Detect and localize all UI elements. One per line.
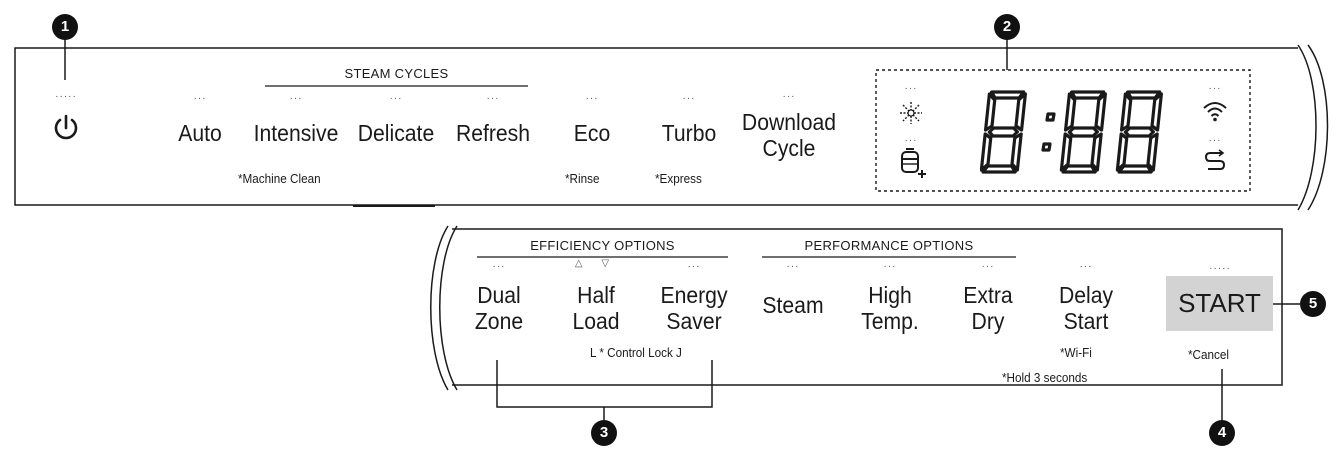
callout-marker-2: 2: [994, 14, 1020, 40]
hold-note: *Hold 3 seconds: [1002, 370, 1088, 385]
indicator-dots: ···: [682, 93, 696, 104]
indicator-dots: ···: [1208, 135, 1222, 146]
wifi-icon: [1203, 102, 1227, 122]
delicate-label: Delicate: [357, 120, 435, 146]
indicator-dots: ·····: [55, 91, 77, 102]
energy-saver-button[interactable]: ··· Energy Saver: [656, 262, 732, 340]
power-button[interactable]: ·····: [44, 92, 88, 152]
cancel-note: *Cancel: [1188, 347, 1229, 362]
indicator-dots: ···: [904, 135, 918, 146]
turbo-button[interactable]: ··· Turbo: [654, 94, 724, 150]
status-display: ··· ···: [876, 70, 1250, 191]
sanitize-icon: [900, 102, 922, 124]
indicator-dots: ···: [585, 93, 599, 104]
half-load-indicator-icons: △ ▽: [574, 258, 618, 269]
indicator-dots: ···: [981, 261, 995, 272]
energy-saver-label-line1: Energy: [660, 282, 728, 308]
refresh-label: Refresh: [455, 120, 531, 146]
power-icon: [54, 114, 78, 140]
indicator-dots: ···: [687, 261, 701, 272]
time-display: [980, 90, 1163, 174]
dual-zone-label-line1: Dual: [477, 282, 521, 308]
download-cycle-button[interactable]: ··· Download Cycle: [734, 92, 844, 164]
delay-start-label-line2: Start: [1063, 308, 1109, 334]
auto-button[interactable]: ··· Auto: [170, 94, 230, 150]
download-cycle-label-line2: Cycle: [762, 135, 816, 161]
high-temp-label-line2: Temp.: [861, 308, 919, 334]
indicator-dots: ···: [786, 261, 800, 272]
rinse-refill-icon: [901, 148, 926, 178]
delicate-button[interactable]: ··· Delicate: [350, 94, 442, 150]
indicator-dots: ···: [1208, 83, 1222, 94]
indicator-dots: ···: [1079, 261, 1093, 272]
auto-label: Auto: [178, 120, 222, 146]
extra-dry-label-line2: Dry: [971, 308, 1005, 334]
intensive-label: Intensive: [253, 120, 339, 146]
download-cycle-label-line1: Download: [741, 109, 837, 135]
half-load-button[interactable]: △ ▽ Half Load: [564, 258, 628, 340]
remote-start-icon: [1204, 149, 1226, 170]
delay-start-label-line1: Delay: [1058, 282, 1114, 308]
callout-marker-4: 4: [1209, 420, 1235, 446]
energy-saver-label-line2: Saver: [666, 308, 722, 334]
turbo-label: Turbo: [661, 120, 717, 146]
start-button[interactable]: START: [1166, 276, 1273, 331]
indicator-dots: ···: [782, 91, 796, 102]
performance-options-header: PERFORMANCE OPTIONS: [804, 238, 974, 253]
dual-zone-button[interactable]: ··· Dual Zone: [470, 262, 528, 340]
machine-clean-note: *Machine Clean: [238, 171, 321, 186]
refresh-button[interactable]: ··· Refresh: [448, 94, 538, 150]
callout-marker-1: 1: [52, 14, 78, 40]
steam-label: Steam: [762, 292, 824, 318]
high-temp-button[interactable]: ··· High Temp.: [856, 262, 924, 340]
intensive-button[interactable]: ··· Intensive: [248, 94, 344, 150]
rinse-note: *Rinse: [565, 171, 600, 186]
indicator-dots: ···: [883, 261, 897, 272]
control-lock-note: L * Control Lock J: [590, 345, 682, 360]
delay-start-button[interactable]: ··· Delay Start: [1052, 262, 1120, 340]
dual-zone-label-line2: Zone: [474, 308, 524, 334]
indicator-dots: ···: [389, 93, 403, 104]
indicator-dots: ···: [193, 93, 207, 104]
half-load-label-line1: Half: [577, 282, 615, 308]
extra-dry-button[interactable]: ··· Extra Dry: [956, 262, 1020, 340]
steam-button[interactable]: ··· Steam: [758, 262, 828, 340]
wifi-note: *Wi-Fi: [1060, 345, 1092, 360]
indicator-dots: ···: [492, 261, 506, 272]
efficiency-options-header: EFFICIENCY OPTIONS: [530, 238, 675, 253]
eco-button[interactable]: ··· Eco: [562, 94, 622, 150]
indicator-dots: ···: [904, 83, 918, 94]
extra-dry-label-line1: Extra: [963, 282, 1013, 308]
steam-cycles-header: STEAM CYCLES: [344, 66, 449, 81]
express-note: *Express: [655, 171, 702, 186]
indicator-dots: ···: [486, 93, 500, 104]
indicator-dots: ···: [289, 93, 303, 104]
half-load-label-line2: Load: [572, 308, 620, 334]
high-temp-label-line1: High: [868, 282, 912, 308]
callout-marker-5: 5: [1300, 291, 1326, 317]
start-indicator-dots: ·····: [1209, 263, 1231, 274]
callout-marker-3: 3: [591, 420, 617, 446]
eco-label: Eco: [573, 120, 611, 146]
